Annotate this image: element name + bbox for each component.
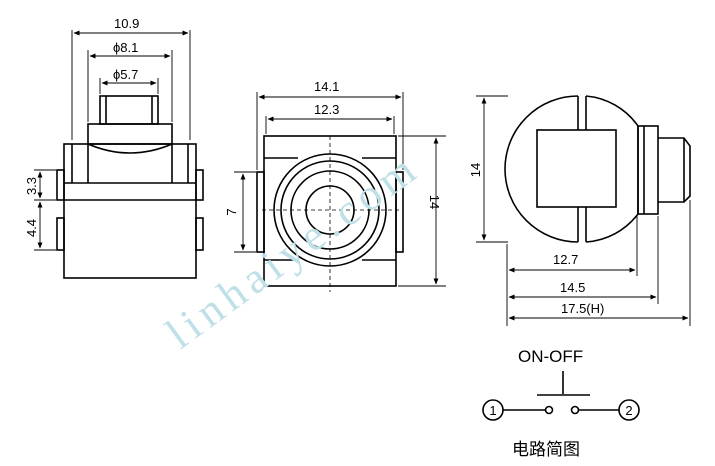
dim-side-width-body: 12.7 <box>553 252 578 267</box>
side-view: 14 12.7 14.5 17.5(H) <box>468 95 691 326</box>
dim-left-width-total: 10.9 <box>114 16 139 31</box>
dim-side-width-flange: 14.5 <box>560 280 585 295</box>
dim-front-height-right: 14 <box>427 195 442 209</box>
left-view-dimensions: 10.9 ϕ8.1 ϕ5.7 3.3 4.4 <box>24 16 191 251</box>
dim-front-width-inner: 12.3 <box>314 102 339 117</box>
circuit-title: ON-OFF <box>518 347 583 366</box>
side-view-dimensions: 14 12.7 14.5 17.5(H) <box>468 95 691 326</box>
dim-side-height: 14 <box>468 163 483 177</box>
circuit-caption: 电路简图 <box>512 440 580 460</box>
dim-left-height-upper: 3.3 <box>24 177 39 195</box>
dim-side-width-total: 17.5(H) <box>561 301 604 316</box>
front-view-outline <box>256 135 404 292</box>
dim-left-height-lower: 4.4 <box>24 219 39 237</box>
front-view-dimensions: 14.1 12.3 7 14 <box>224 79 446 287</box>
dim-front-height-left: 7 <box>224 208 239 215</box>
contact-right <box>570 405 580 415</box>
left-view: 10.9 ϕ8.1 ϕ5.7 3.3 4.4 <box>24 16 204 279</box>
dim-left-dia-inner: ϕ5.7 <box>113 67 138 82</box>
side-view-outline <box>504 95 691 243</box>
terminal-2-circle <box>618 399 640 421</box>
contact-left <box>544 405 554 415</box>
circuit-diagram: ON-OFF 1 2 电路简图 <box>482 347 640 460</box>
dim-left-dia-outer: ϕ8.1 <box>113 40 138 55</box>
terminal-1-label: 1 <box>489 403 496 418</box>
left-view-outline <box>56 95 204 279</box>
terminal-2-label: 2 <box>625 403 632 418</box>
dim-front-width-total: 14.1 <box>314 79 339 94</box>
front-view: 14.1 12.3 7 14 <box>224 79 446 292</box>
